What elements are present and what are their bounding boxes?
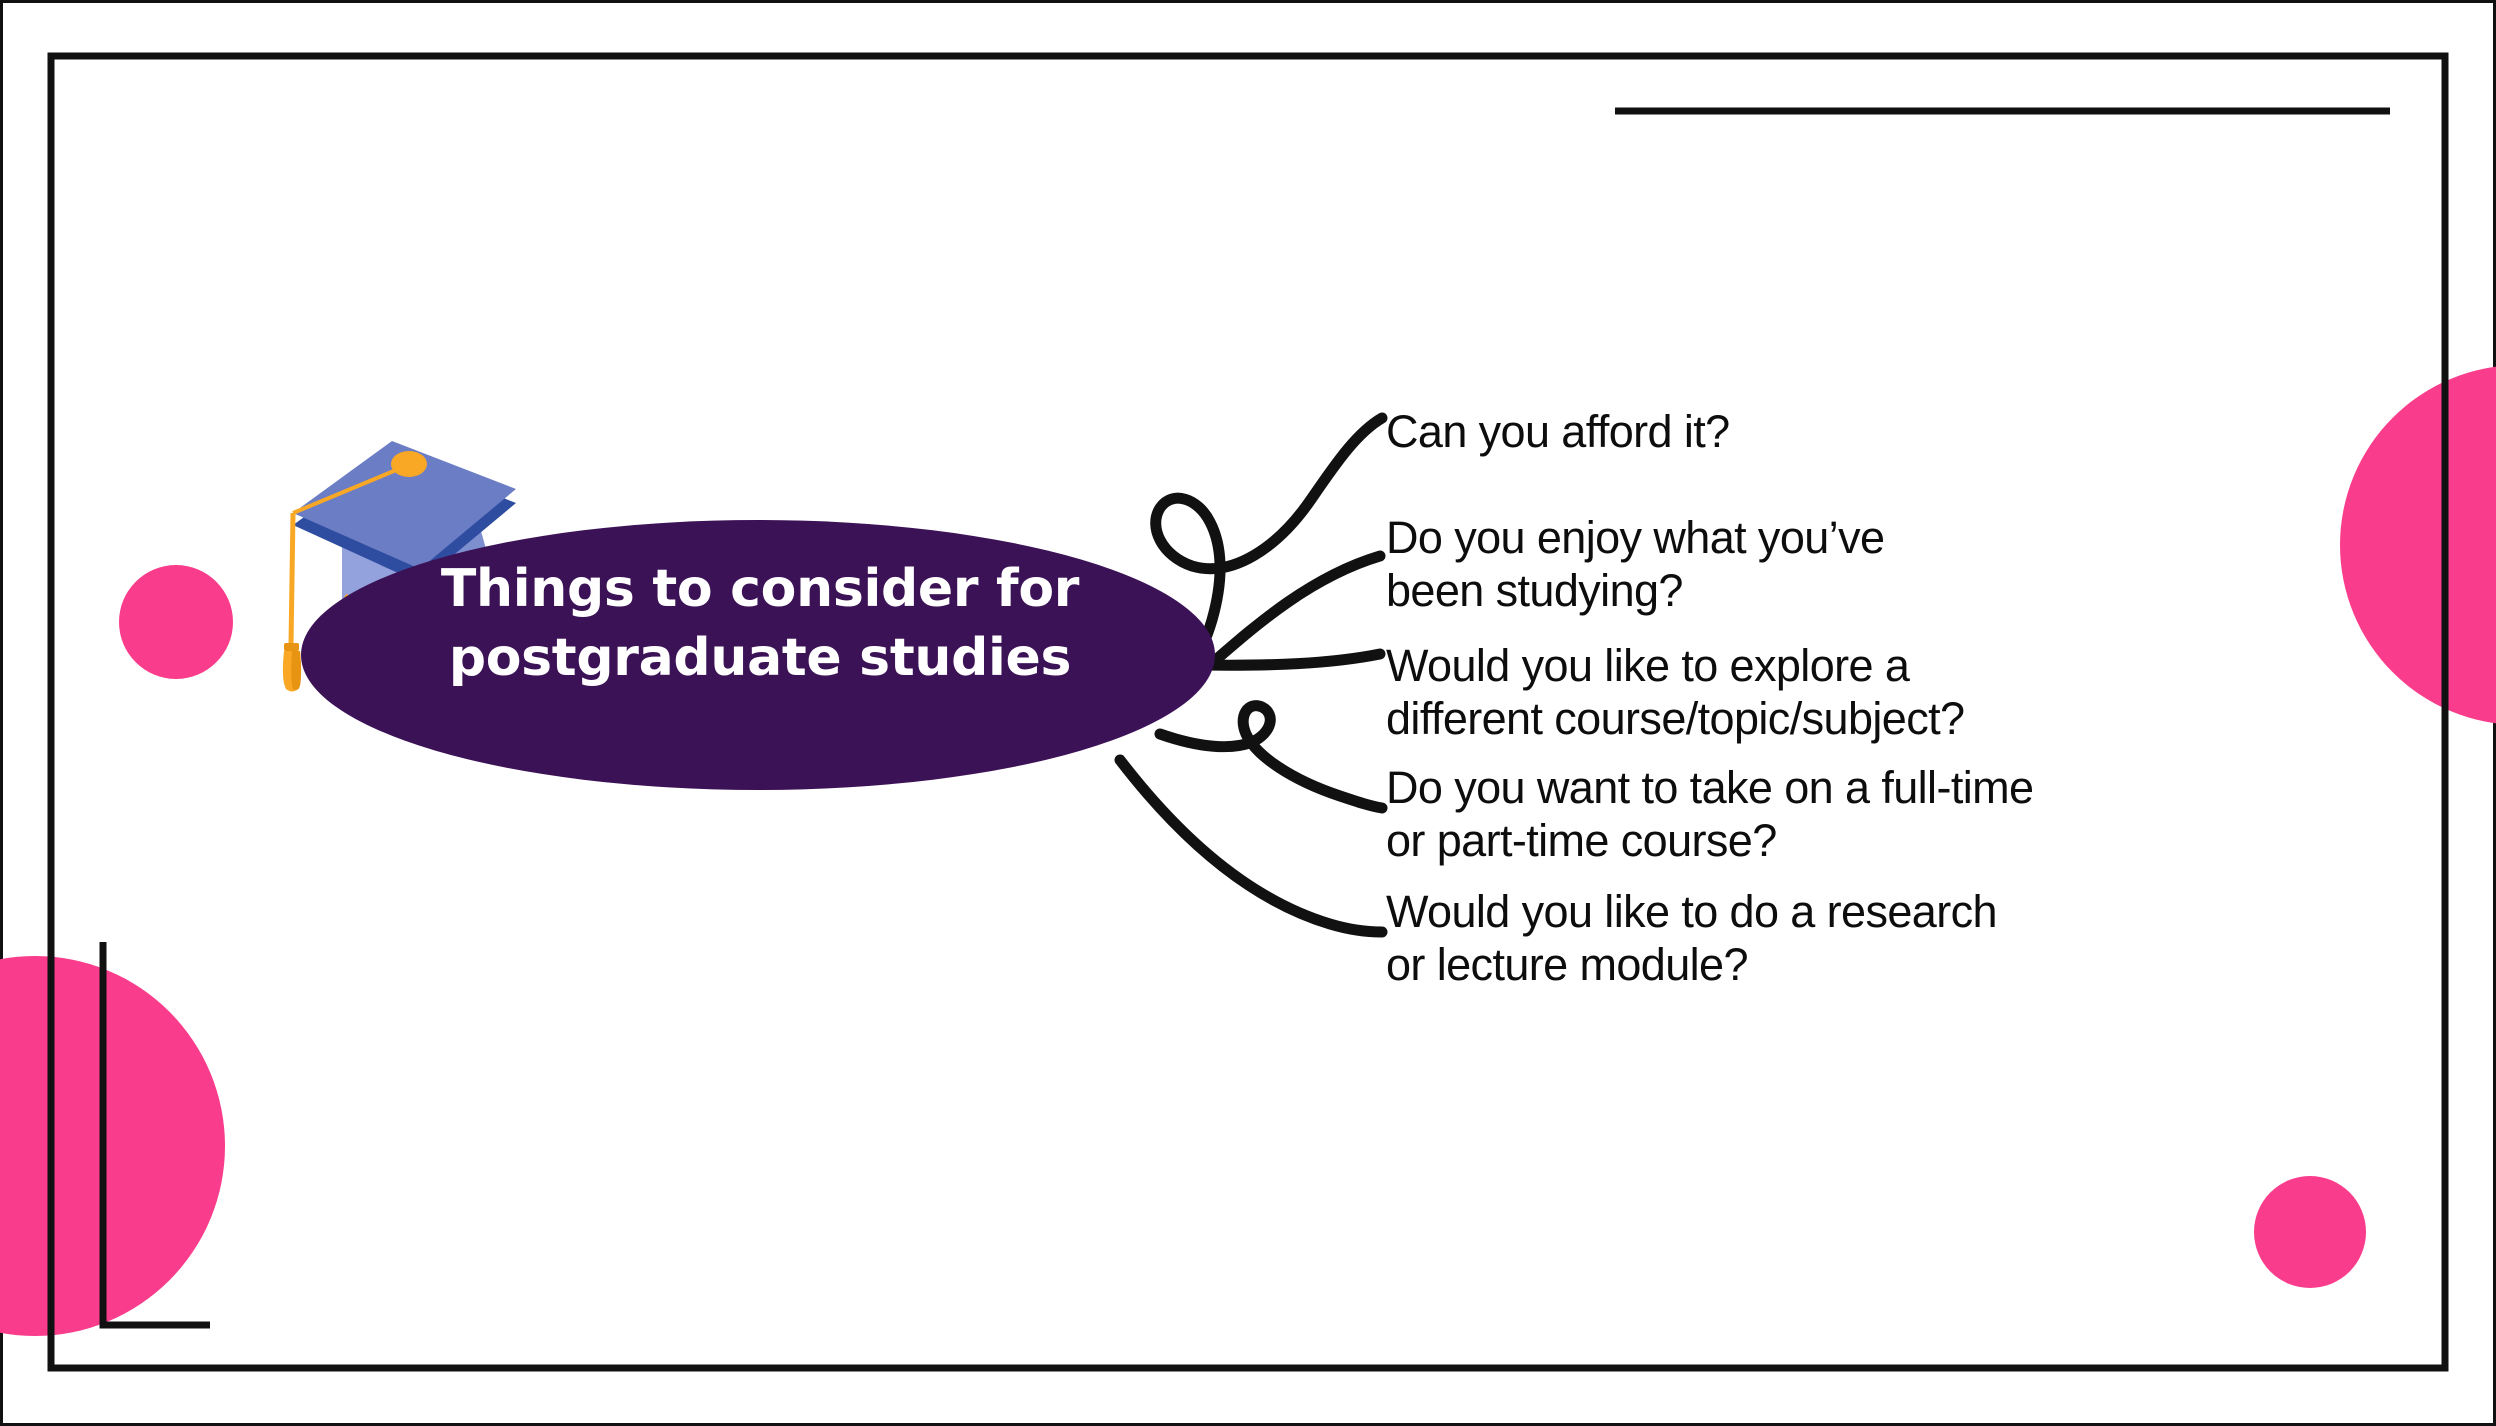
pink-circle-bottom-right [2254,1176,2366,1288]
inner-frame-rectangle [47,52,2449,1372]
branch-label-afford: Can you afford it? [1386,406,1730,457]
branch-label-enjoy: Do you enjoy what you’ve been studying? [1386,512,1885,616]
connector-branch-4 [1154,700,1388,814]
cap-button [391,451,427,477]
cap-tassel-cord-hang [288,512,296,646]
cap-board-top [293,441,516,569]
connector-branch-5 [1114,754,1388,938]
bottom-left-bracket [99,942,210,1329]
branch-label-fulltime: Do you want to take on a full-time or pa… [1386,762,2034,866]
cap-tassel-knot [284,643,299,651]
cap-tassel-bell-shade [291,651,301,690]
branch-label-explore: Would you like to explore a different co… [1386,640,1965,744]
branch-label-module: Would you like to do a research or lectu… [1386,886,1998,990]
pink-circle-bottom-left [0,956,225,1336]
connector-branch-1 [1129,412,1388,712]
pink-circle-right-large [2340,366,2496,724]
connector-branch-3 [1194,648,1386,671]
cap-tassel-cord-top [292,466,402,515]
center-node-ellipse[interactable] [301,520,1215,790]
pink-circle-left-small [119,565,233,679]
